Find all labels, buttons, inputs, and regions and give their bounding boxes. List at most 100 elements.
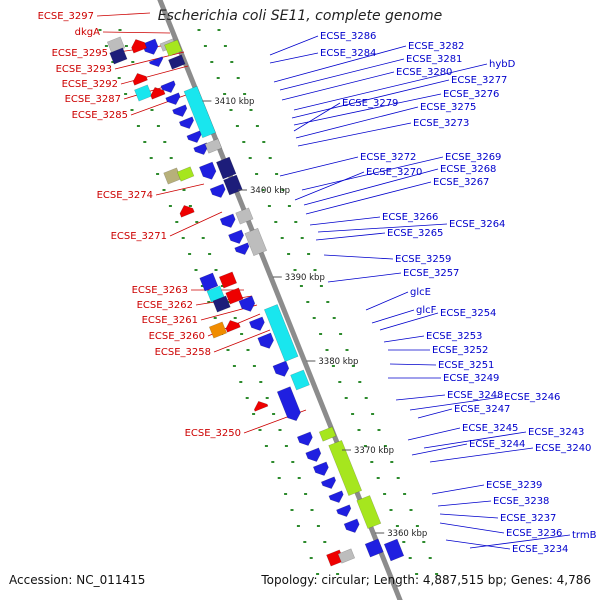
gene-label-right[interactable]: ECSE_3269 (445, 152, 501, 163)
gene-feature[interactable] (216, 156, 237, 180)
gene-label-right[interactable]: ECSE_3268 (440, 164, 496, 175)
gene-label-right[interactable]: ECSE_3234 (512, 544, 568, 555)
gene-label-left[interactable]: ECSE_3271 (111, 231, 167, 242)
gene-feature[interactable] (252, 399, 269, 412)
gene-label-right[interactable]: glcF (416, 305, 437, 316)
gene-label-right[interactable]: ECSE_3272 (360, 152, 416, 163)
gene-feature[interactable] (356, 495, 382, 529)
gene-label-right[interactable]: ECSE_3254 (440, 308, 496, 319)
gene-feature[interactable] (164, 39, 183, 57)
gene-feature[interactable] (160, 80, 178, 95)
gene-label-right[interactable]: ECSE_3238 (493, 496, 549, 507)
gene-label-right[interactable]: ECSE_3284 (320, 48, 376, 59)
gene-label-right[interactable]: ECSE_3259 (395, 254, 451, 265)
gene-feature[interactable] (109, 47, 128, 65)
gene-feature[interactable] (199, 272, 219, 292)
gene-feature[interactable] (199, 161, 218, 182)
gene-feature[interactable] (343, 518, 361, 535)
gene-feature[interactable] (218, 271, 238, 289)
gene-feature[interactable] (320, 476, 338, 491)
gene-label-right[interactable]: ECSE_3286 (320, 31, 376, 42)
gene-label-left[interactable]: ECSE_3260 (149, 331, 205, 342)
gene-feature[interactable] (168, 54, 186, 70)
gene-feature[interactable] (208, 321, 228, 339)
gene-label-left[interactable]: ECSE_3293 (56, 64, 112, 75)
gene-label-right[interactable]: ECSE_3245 (462, 423, 518, 434)
gene-label-right[interactable]: ECSE_3249 (443, 373, 499, 384)
gene-feature[interactable] (148, 85, 166, 100)
gene-label-right[interactable]: ECSE_3279 (342, 98, 398, 109)
gene-feature[interactable] (364, 538, 384, 558)
gene-feature[interactable] (318, 426, 337, 442)
gene-label-left[interactable]: ECSE_3274 (97, 190, 153, 201)
gene-label-right[interactable]: ECSE_3270 (366, 167, 422, 178)
gene-feature[interactable] (212, 295, 231, 313)
gene-feature[interactable] (328, 440, 363, 496)
gene-label-left[interactable]: ECSE_3295 (52, 48, 108, 59)
gene-feature[interactable] (165, 92, 183, 107)
gene-feature[interactable] (276, 386, 303, 424)
gene-label-right[interactable]: ECSE_3282 (408, 41, 464, 52)
gene-feature[interactable] (172, 104, 189, 119)
gene-label-right[interactable]: ECSE_3265 (387, 228, 443, 239)
gene-label-right[interactable]: ECSE_3252 (432, 345, 488, 356)
gene-feature[interactable] (234, 242, 252, 257)
gene-label-right[interactable]: ECSE_3257 (403, 268, 459, 279)
gene-label-right[interactable]: ECSE_3246 (504, 392, 560, 403)
gene-label-right[interactable]: ECSE_3280 (396, 67, 452, 78)
gene-label-right[interactable]: ECSE_3266 (382, 212, 438, 223)
gene-label-right[interactable]: trmB (572, 530, 597, 541)
gene-feature[interactable] (272, 360, 291, 379)
gene-label-right[interactable]: glcE (410, 287, 431, 298)
gene-feature[interactable] (383, 538, 405, 562)
gene-feature[interactable] (129, 37, 148, 54)
gene-feature[interactable] (225, 287, 244, 305)
gene-feature[interactable] (238, 295, 257, 314)
gene-feature[interactable] (148, 56, 165, 70)
gene-label-right[interactable]: hybD (489, 59, 516, 70)
gene-feature[interactable] (134, 84, 153, 102)
gene-feature[interactable] (328, 490, 346, 505)
gene-feature[interactable] (219, 213, 237, 230)
gene-feature[interactable] (223, 174, 243, 196)
gene-feature[interactable] (336, 504, 353, 519)
gene-feature[interactable] (131, 71, 148, 86)
gene-label-right[interactable]: ECSE_3239 (486, 480, 542, 491)
gene-label-left[interactable]: ECSE_3285 (72, 110, 128, 121)
gene-feature[interactable] (204, 138, 223, 154)
gene-label-right[interactable]: ECSE_3236 (506, 528, 562, 539)
gene-feature[interactable] (228, 229, 245, 246)
gene-label-left[interactable]: dkgA (75, 27, 100, 38)
gene-feature[interactable] (163, 167, 182, 185)
gene-label-right[interactable]: ECSE_3244 (469, 439, 525, 450)
gene-label-right[interactable]: ECSE_3243 (528, 427, 584, 438)
gene-label-left[interactable]: ECSE_3263 (132, 285, 188, 296)
gene-label-right[interactable]: ECSE_3273 (413, 118, 469, 129)
gene-label-left[interactable]: ECSE_3262 (137, 300, 193, 311)
gene-label-right[interactable]: ECSE_3247 (454, 404, 510, 415)
gene-feature[interactable] (296, 431, 314, 448)
gene-label-left[interactable]: ECSE_3297 (38, 11, 94, 22)
gene-label-right[interactable]: ECSE_3267 (433, 177, 489, 188)
gene-label-right[interactable]: ECSE_3240 (535, 443, 591, 454)
gene-label-right[interactable]: ECSE_3248 (447, 390, 503, 401)
gene-label-right[interactable]: ECSE_3277 (451, 75, 507, 86)
gene-label-left[interactable]: ECSE_3250 (185, 428, 241, 439)
gene-feature[interactable] (305, 447, 323, 464)
gene-label-left[interactable]: ECSE_3258 (155, 347, 211, 358)
gene-label-right[interactable]: ECSE_3264 (449, 219, 505, 230)
gene-feature[interactable] (312, 461, 330, 478)
gene-feature[interactable] (337, 548, 356, 564)
gene-feature[interactable] (263, 304, 299, 362)
gene-feature[interactable] (178, 203, 195, 218)
gene-feature[interactable] (290, 369, 310, 391)
gene-label-right[interactable]: ECSE_3237 (500, 513, 556, 524)
gene-feature[interactable] (178, 116, 196, 131)
gene-feature[interactable] (257, 332, 276, 351)
gene-feature[interactable] (209, 183, 227, 200)
gene-label-right[interactable]: ECSE_3251 (438, 360, 494, 371)
gene-label-right[interactable]: ECSE_3275 (420, 102, 476, 113)
gene-label-right[interactable]: ECSE_3253 (426, 331, 482, 342)
gene-feature[interactable] (244, 227, 268, 257)
